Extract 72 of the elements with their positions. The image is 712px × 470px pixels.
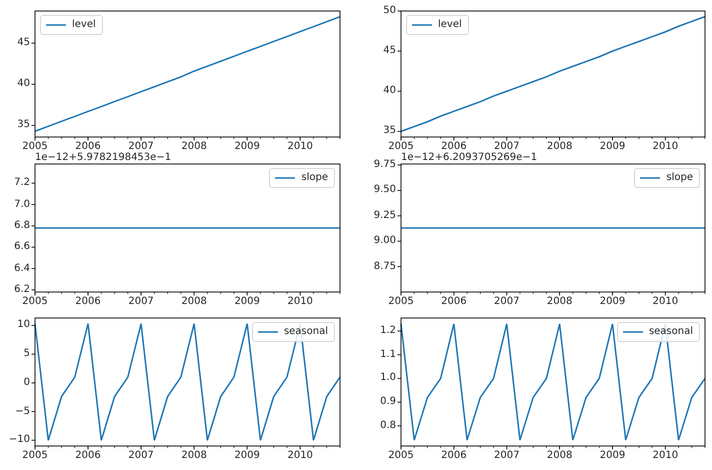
- y-tick-label: 7.2: [14, 177, 30, 190]
- x-tick-label: 2006: [74, 296, 102, 308]
- x-tick-label: 2006: [440, 141, 468, 152]
- x-tick-label: 2008: [180, 141, 208, 153]
- axis-offset-label: 1e−12+6.2093705269e−1: [401, 152, 538, 164]
- x-tick-label: 2008: [546, 450, 574, 462]
- x-tick-label: 2010: [286, 141, 314, 153]
- x-tick-label: 2009: [233, 296, 261, 308]
- y-tick-label: 1.0: [380, 372, 396, 384]
- x-tick-label: 2010: [286, 296, 314, 308]
- x-tick-label: 2008: [180, 450, 208, 462]
- x-tick-label: 2009: [598, 296, 626, 308]
- x-tick-label: 2009: [233, 141, 261, 153]
- x-tick-label: 2010: [652, 450, 680, 462]
- y-tick-label: 6.4: [14, 262, 30, 275]
- x-tick-label: 2007: [493, 141, 520, 152]
- x-tick-label: 2010: [652, 141, 680, 153]
- x-tick-label: 2005: [387, 141, 415, 152]
- y-tick-label: 9.75: [374, 159, 396, 172]
- x-tick-label: 2008: [546, 141, 574, 153]
- x-tick-label: 2008: [180, 296, 208, 308]
- y-tick-label: 40: [17, 78, 30, 90]
- x-tick-label: 2006: [440, 450, 468, 462]
- x-tick-label: 2005: [21, 296, 49, 308]
- legend-text: seasonal: [648, 326, 693, 338]
- x-tick-label: 2005: [21, 450, 49, 462]
- y-tick-label: 50: [383, 5, 396, 17]
- x-tick-label: 2007: [127, 141, 155, 152]
- y-tick-label: −5: [15, 406, 30, 418]
- x-tick-label: 2010: [652, 296, 680, 308]
- x-tick-label: 2008: [546, 296, 574, 308]
- x-tick-label: 2006: [74, 450, 102, 462]
- x-tick-label: 2009: [598, 141, 626, 153]
- y-tick-label: 9.50: [374, 184, 396, 196]
- y-tick-label: 5: [24, 348, 30, 360]
- x-tick-label: 2007: [127, 296, 155, 308]
- y-tick-label: 1.1: [380, 348, 396, 361]
- y-tick-label: 1.2: [380, 325, 396, 338]
- y-tick-label: 6.2: [14, 284, 30, 296]
- legend-text: seasonal: [284, 326, 328, 338]
- y-tick-label: 45: [17, 37, 30, 50]
- y-tick-label: 6.8: [14, 220, 30, 232]
- x-tick-label: 2005: [21, 141, 49, 152]
- y-tick-label: 45: [383, 45, 396, 58]
- x-tick-label: 2007: [493, 450, 520, 462]
- y-tick-label: 8.75: [374, 260, 396, 273]
- x-tick-label: 2007: [493, 296, 520, 308]
- x-tick-label: 2005: [387, 450, 415, 462]
- x-tick-label: 2007: [127, 450, 155, 462]
- y-tick-label: −10: [8, 434, 30, 446]
- x-tick-label: 2009: [598, 450, 626, 462]
- y-tick-label: 9.00: [374, 235, 396, 248]
- y-tick-label: 0.9: [380, 396, 396, 408]
- legend-text: level: [72, 19, 96, 31]
- legend-text: slope: [666, 172, 693, 184]
- x-tick-label: 2010: [286, 450, 314, 462]
- y-tick-label: 40: [383, 85, 396, 98]
- x-tick-label: 2009: [233, 450, 261, 462]
- x-tick-label: 2006: [74, 141, 102, 152]
- y-tick-label: 6.6: [14, 241, 30, 254]
- x-tick-label: 2005: [387, 296, 415, 308]
- y-tick-label: 35: [383, 125, 396, 138]
- axis-offset-label: 1e−12+5.9782198453e−1: [35, 152, 172, 164]
- y-tick-label: 35: [17, 119, 30, 132]
- legend-text: level: [438, 19, 462, 31]
- legend-text: slope: [301, 172, 328, 184]
- y-tick-label: 9.25: [374, 210, 396, 222]
- y-tick-label: 7.0: [14, 198, 30, 211]
- x-tick-label: 2006: [440, 296, 468, 308]
- y-tick-label: 0: [24, 376, 30, 389]
- y-tick-label: 0.8: [380, 420, 396, 432]
- y-tick-label: 10: [17, 319, 30, 332]
